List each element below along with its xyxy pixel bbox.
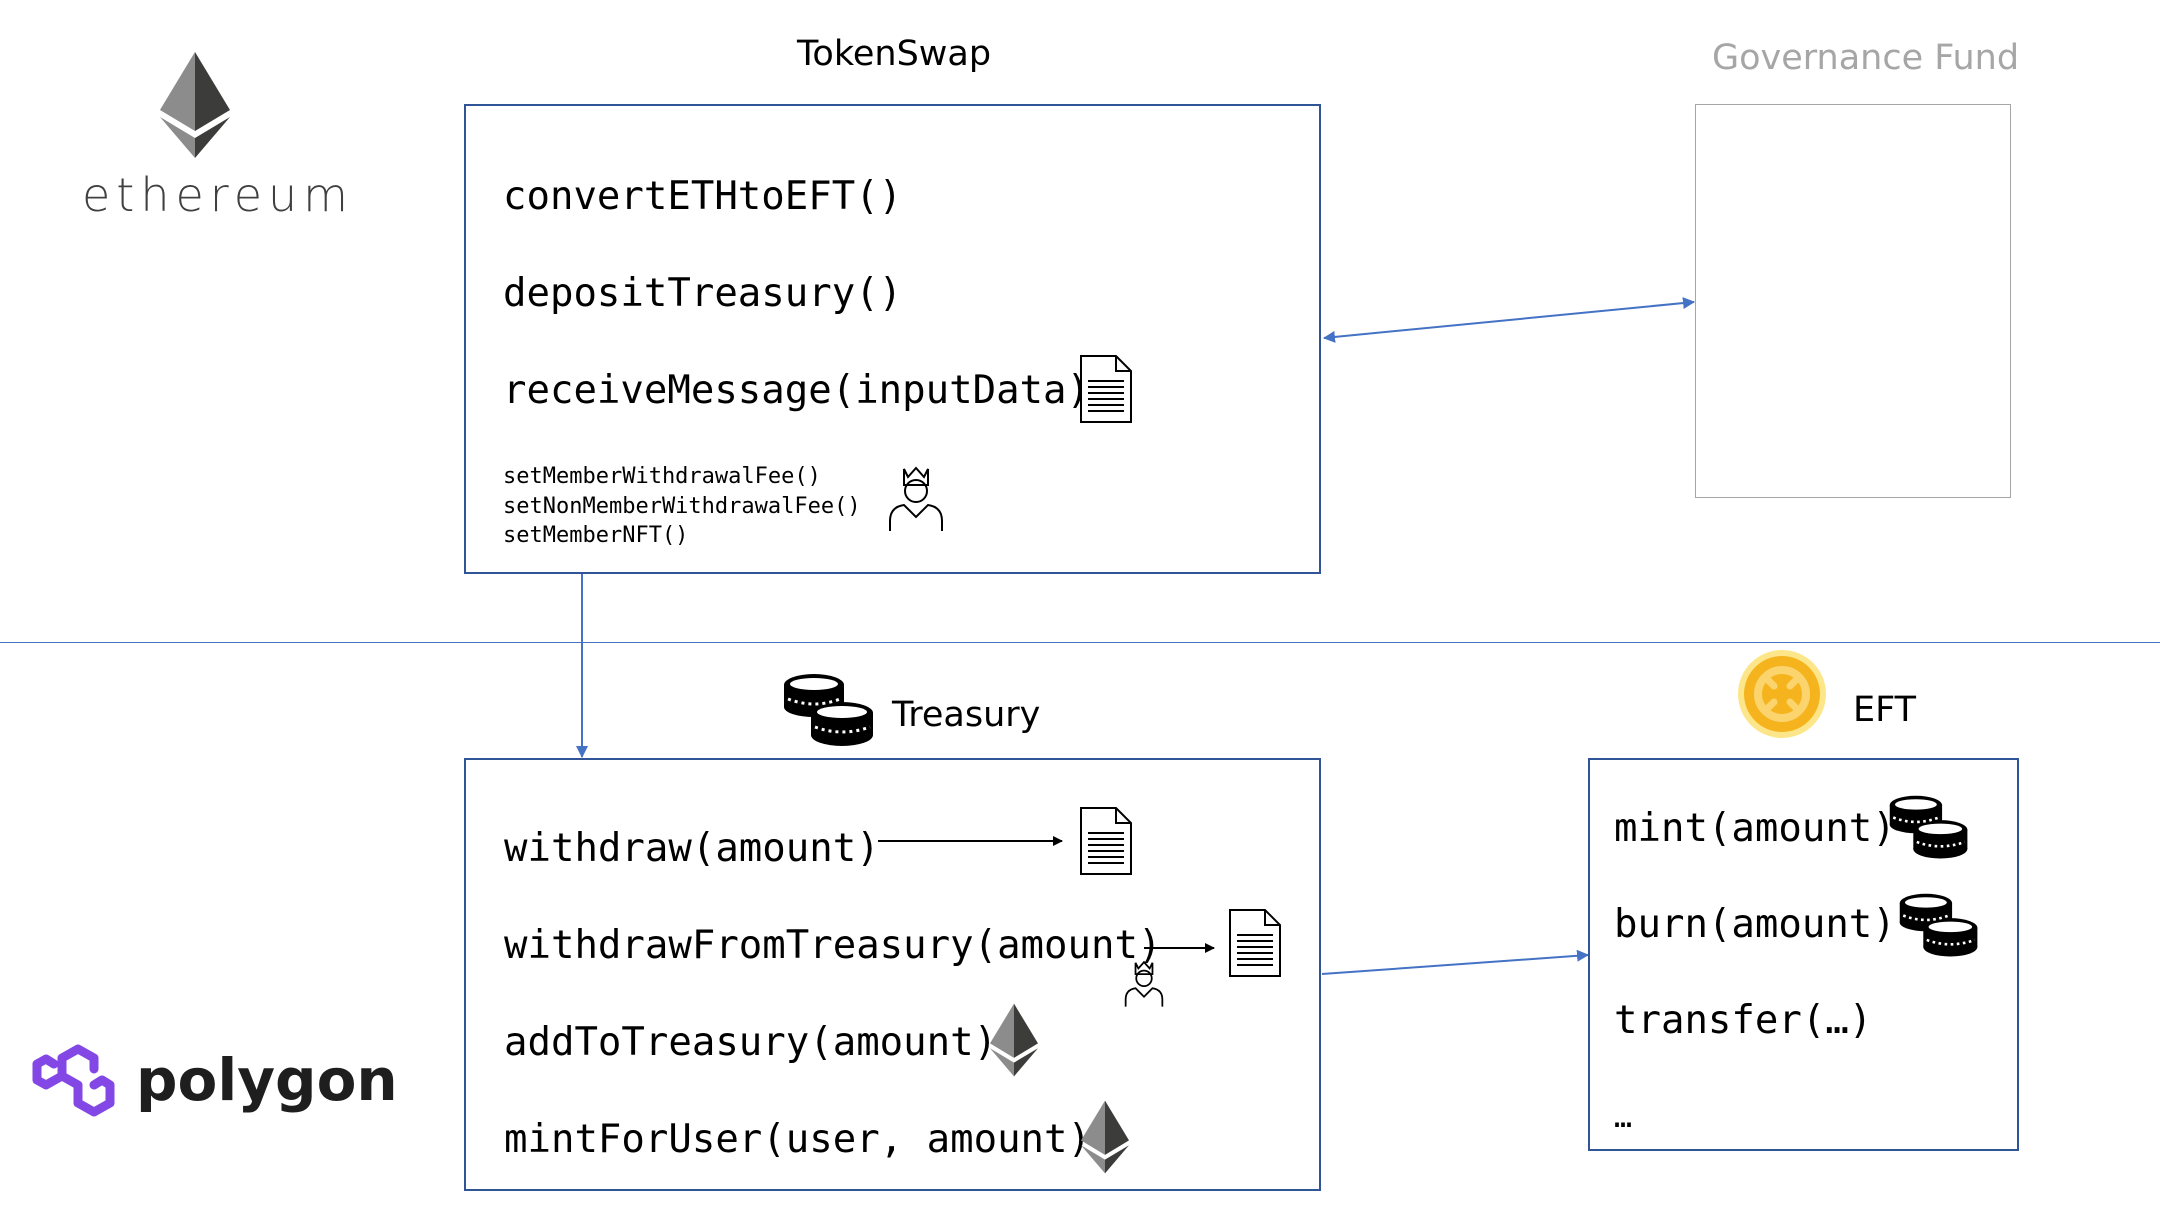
chain-divider xyxy=(0,642,2160,643)
function-receive-message: receiveMessage(inputData) xyxy=(503,368,1090,413)
admin-king-icon xyxy=(889,466,943,531)
eth-icon xyxy=(990,1003,1038,1077)
admin-function-member-fee: setMemberWithdrawalFee() xyxy=(503,464,821,489)
polygon-wordmark: polygon xyxy=(136,1046,398,1114)
treasury-box: withdraw(amount) withdrawFromTreasury(am… xyxy=(464,758,1321,1191)
admin-king-icon xyxy=(1124,960,1164,1007)
function-transfer: transfer(…) xyxy=(1614,998,1873,1043)
function-add-to-treasury: addToTreasury(amount) xyxy=(504,1020,998,1065)
coins-icon xyxy=(1889,795,1968,859)
admin-function-member-nft: setMemberNFT() xyxy=(503,523,689,548)
function-deposit-treasury: depositTreasury() xyxy=(503,271,903,316)
admin-function-nonmember-fee: setNonMemberWithdrawalFee() xyxy=(503,494,861,519)
ethereum-wordmark: ethereum xyxy=(82,168,354,222)
function-withdraw-from-treasury: withdrawFromTreasury(amount) xyxy=(504,923,1162,968)
ethereum-logo xyxy=(160,52,230,158)
function-convert-eth-to-eft: convertETHtoEFT() xyxy=(503,174,903,219)
treasury-title: Treasury xyxy=(892,695,1041,735)
function-mint-for-user: mintForUser(user, amount) xyxy=(504,1117,1091,1162)
document-icon xyxy=(1229,909,1281,977)
eft-title: EFT xyxy=(1853,690,1917,730)
document-icon xyxy=(1080,807,1132,875)
document-icon xyxy=(1080,355,1132,423)
polygon-logo xyxy=(32,1044,115,1117)
coins-icon xyxy=(784,674,873,746)
tokenswap-box: convertETHtoEFT() depositTreasury() rece… xyxy=(464,104,1321,574)
coins-icon xyxy=(1899,893,1978,957)
function-mint: mint(amount) xyxy=(1614,806,1896,851)
function-burn: burn(amount) xyxy=(1614,902,1896,947)
governance-box xyxy=(1695,104,2011,498)
function-ellipsis: … xyxy=(1614,1100,1633,1135)
tokenswap-title: TokenSwap xyxy=(797,34,992,74)
eth-icon xyxy=(1081,1100,1129,1174)
governance-title: Governance Fund xyxy=(1712,38,2020,78)
function-withdraw: withdraw(amount) xyxy=(504,826,880,871)
eft-coin-icon xyxy=(1738,650,1826,738)
